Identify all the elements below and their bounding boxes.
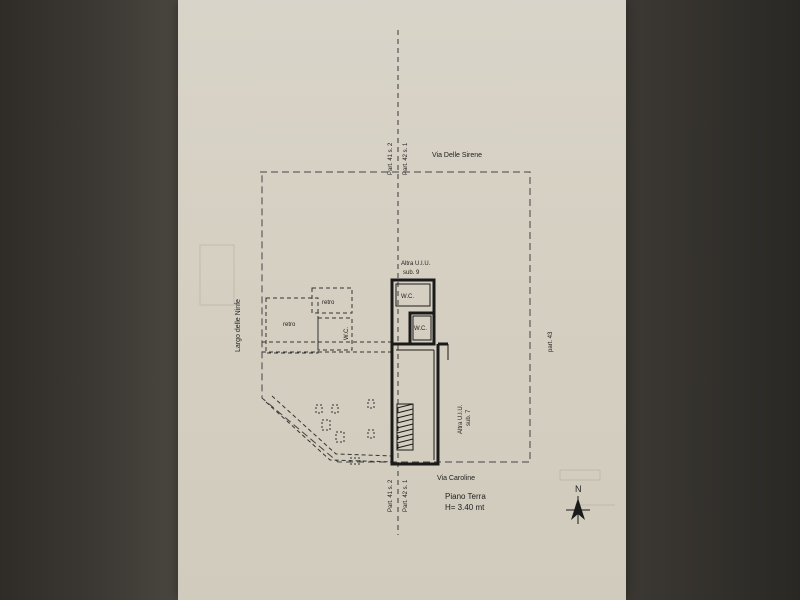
staircase (396, 403, 414, 451)
street-label-top: Via Delle Sirene (432, 152, 482, 159)
other-unit-top-label: Altra U.I.U. (401, 261, 431, 267)
parcel-label-bottom-1: Part. 41 s. 2 (388, 479, 394, 512)
unit-walls (390, 278, 448, 466)
parcel-label-top-2: Part. 42 s. 1 (403, 142, 409, 175)
dark-background-left (0, 0, 178, 600)
left-wing-outline (262, 287, 396, 463)
unit-inner-walls (395, 283, 449, 460)
other-unit-side-label: Altra U.I.U. (458, 404, 464, 434)
other-unit-side-sub: sub. 7 (466, 409, 472, 426)
floor-height: H= 3.40 mt (445, 503, 485, 512)
wc-label-lower: W.C. (414, 326, 427, 332)
parcel-label-right: part. 43 (548, 331, 554, 352)
north-letter: N (575, 484, 582, 494)
retro-label-1: retro (283, 322, 296, 328)
paper-sheet (178, 0, 626, 600)
street-label-left: Largo delle Ninfe (235, 299, 242, 352)
lot-boundary (260, 171, 531, 463)
dark-background-right (626, 0, 800, 600)
parcel-label-top-1: Part. 41 s. 2 (388, 142, 394, 175)
retro-label-2: retro (322, 300, 335, 306)
floor-name: Piano Terra (445, 492, 486, 501)
parcel-label-bottom-2: Part. 42 s. 1 (403, 479, 409, 512)
north-arrow-icon: N (566, 484, 590, 524)
bleed-through-marks (199, 244, 615, 506)
wc-label-left: W.C. (344, 327, 350, 340)
street-label-bottom: Via Caroline (437, 475, 475, 482)
other-unit-top-sub: sub. 9 (403, 270, 420, 276)
fixtures (315, 399, 375, 465)
wc-label-upper: W.C. (401, 294, 414, 300)
